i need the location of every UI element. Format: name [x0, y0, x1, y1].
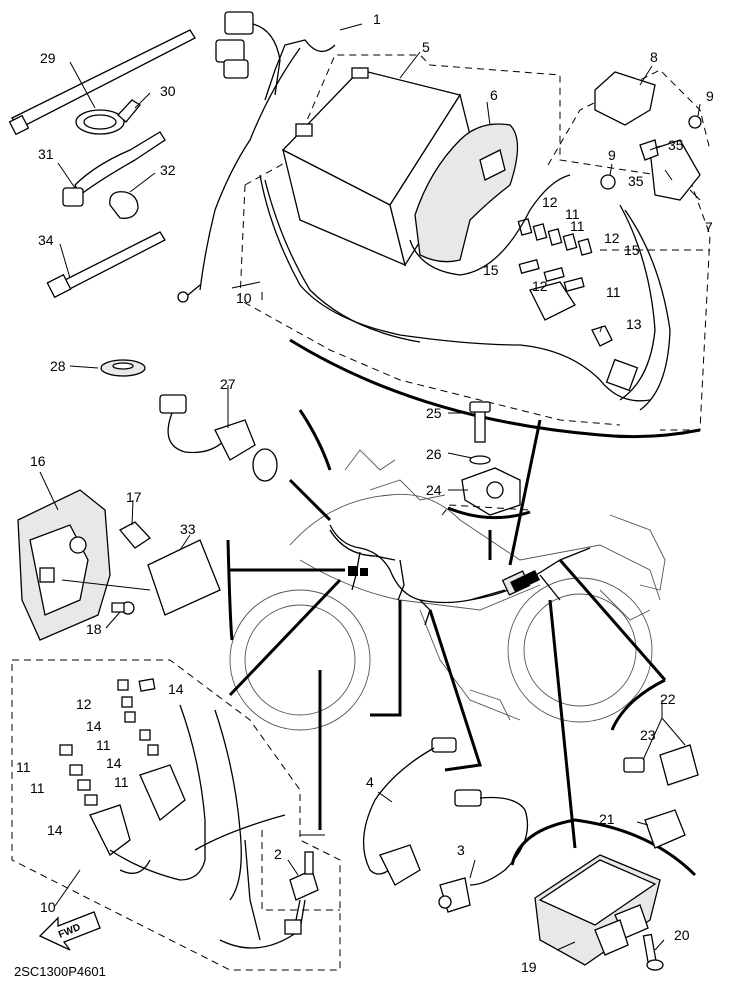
- top-assembly-group: [239, 54, 711, 439]
- callout-12c: 12: [532, 278, 548, 294]
- callout-32: 32: [160, 162, 176, 178]
- callout-14c: 14: [106, 755, 122, 771]
- callout-23: 23: [640, 727, 656, 743]
- callout-11e: 11: [114, 774, 129, 790]
- callout-24: 24: [426, 482, 442, 498]
- callout-11g: 11: [30, 780, 45, 796]
- callout-13: 13: [626, 316, 642, 332]
- callout-8: 8: [650, 49, 658, 65]
- callout-25: 25: [426, 405, 442, 421]
- sensor-lead-4: [362, 737, 457, 886]
- callout-1: 1: [373, 11, 381, 27]
- sensor-2: [261, 830, 340, 935]
- callout-30: 30: [160, 83, 176, 99]
- callout-22: 22: [660, 691, 676, 707]
- callout-19: 19: [521, 959, 537, 975]
- callout-17: 17: [126, 489, 142, 505]
- callout-35b: 35: [628, 173, 644, 189]
- callout-14a: 14: [168, 681, 184, 697]
- sensor-lead-3: [438, 789, 529, 913]
- callout-21: 21: [599, 811, 615, 827]
- fuse-set-top: [517, 218, 613, 347]
- callout-9a: 9: [706, 88, 714, 104]
- callout-4: 4: [366, 774, 374, 790]
- motorcycle-outline: [229, 449, 666, 731]
- ecu-cover: [17, 489, 221, 641]
- starter-relay: [594, 71, 702, 201]
- callout-35a: 35: [668, 137, 684, 153]
- callout-6: 6: [490, 87, 498, 103]
- callout-31: 31: [38, 146, 54, 162]
- callout-7: 7: [705, 219, 713, 235]
- leader-lines: [39, 23, 701, 951]
- cable-ties-group: [8, 29, 196, 377]
- right-connectors: [610, 678, 699, 849]
- callout-34: 34: [38, 232, 54, 248]
- callout-11c: 11: [606, 284, 621, 300]
- callout-15b: 15: [624, 242, 640, 258]
- sub-harness-top: [177, 11, 671, 411]
- callout-26: 26: [426, 446, 442, 462]
- callout-27: 27: [220, 376, 236, 392]
- callout-16: 16: [30, 453, 46, 469]
- battery-cover: [414, 123, 519, 263]
- accessory-socket: [159, 394, 278, 482]
- callout-11a: 11: [565, 206, 580, 222]
- callout-2: 2: [274, 846, 282, 862]
- callout-12a: 12: [542, 194, 558, 210]
- callout-20: 20: [674, 927, 690, 943]
- callout-29: 29: [40, 50, 56, 66]
- callout-14b: 14: [86, 718, 102, 734]
- callout-9b: 9: [608, 147, 616, 163]
- callout-10b: 10: [40, 899, 56, 915]
- callout-3: 3: [457, 842, 465, 858]
- callout-33: 33: [180, 521, 196, 537]
- main-wire-harness: [329, 524, 591, 626]
- inset-connectors: [226, 409, 667, 849]
- callout-15a: 15: [483, 262, 499, 278]
- diagram-code: 2SC1300P4601: [14, 964, 106, 979]
- ecu-unit: [510, 818, 697, 971]
- callout-11d: 11: [96, 737, 111, 753]
- callout-12b: 12: [604, 230, 620, 246]
- callout-14d: 14: [47, 822, 63, 838]
- callout-11f: 11: [16, 759, 31, 775]
- callout-28: 28: [50, 358, 66, 374]
- callout-5: 5: [422, 39, 430, 55]
- callout-18: 18: [86, 621, 102, 637]
- callout-11b: 11: [570, 218, 585, 234]
- fwd-arrow: [38, 911, 101, 951]
- callout-12d: 12: [76, 696, 92, 712]
- callout-10a: 10: [236, 290, 252, 306]
